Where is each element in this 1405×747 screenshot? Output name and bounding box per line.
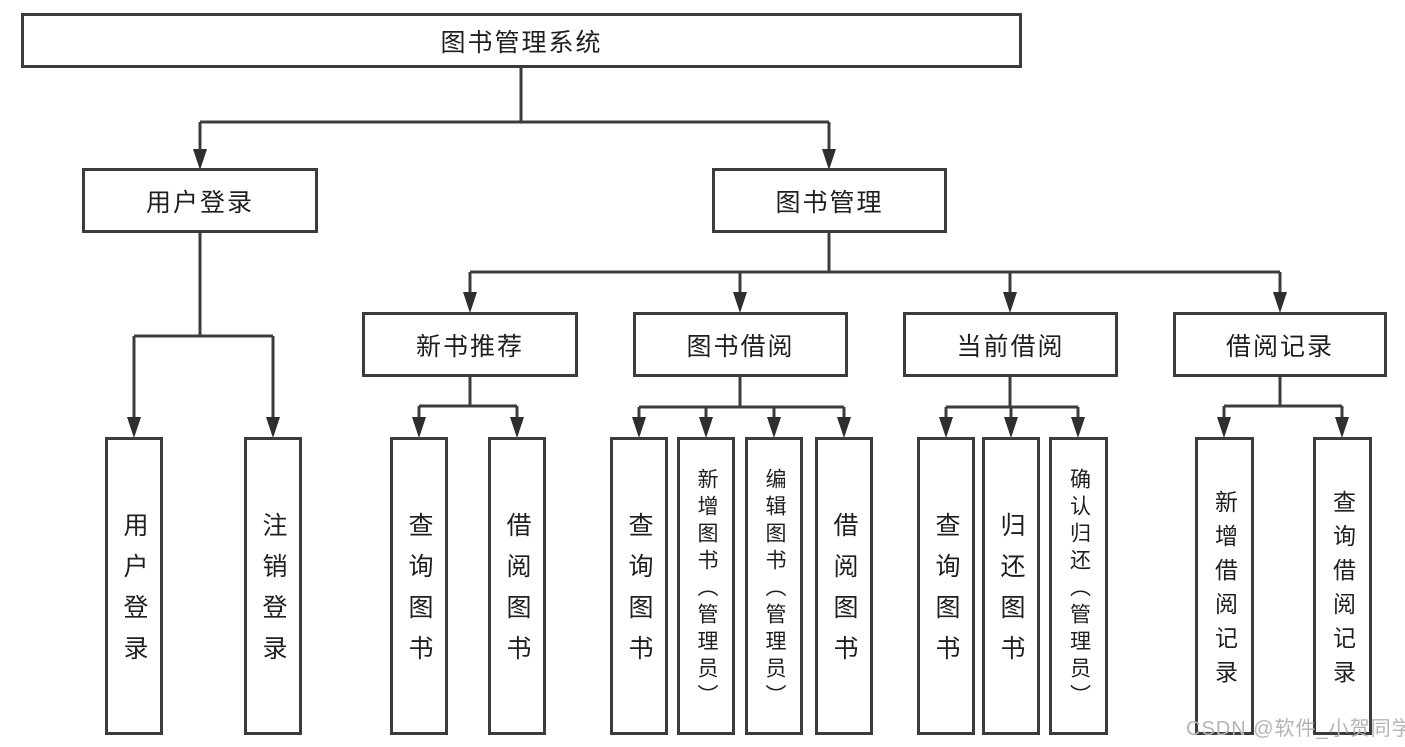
node-label: 归还图书 [997, 512, 1025, 676]
node-label: 注销登录 [259, 512, 287, 676]
node-new-book-recommendation: 新书推荐 [362, 312, 578, 377]
node-label: 用户登录 [145, 188, 254, 217]
node-label: 查询图书 [932, 512, 960, 676]
arrowhead-icons [127, 149, 1349, 438]
node-label: 确认归还（管理员） [1067, 467, 1091, 711]
node-book-management: 图书管理 [712, 168, 947, 233]
node-label: 图书借阅 [686, 332, 795, 361]
leaf-confirm-return-admin: 确认归还（管理员） [1049, 437, 1108, 735]
leaf-query-books-recommend: 查询图书 [390, 437, 448, 735]
node-user-login: 用户登录 [82, 168, 318, 233]
node-label: 查询图书 [625, 512, 653, 676]
csdn-watermark: CSDN @软件_小贺同学 [1186, 718, 1405, 740]
node-borrowing-records: 借阅记录 [1173, 312, 1387, 377]
leaf-add-book-admin: 新增图书（管理员） [677, 437, 735, 735]
leaf-add-borrow-record: 新增借阅记录 [1195, 437, 1254, 735]
node-label: 查询图书 [405, 512, 433, 676]
node-label: 用户登录 [120, 512, 148, 676]
node-current-borrowing: 当前借阅 [903, 312, 1118, 377]
leaf-query-books-current: 查询图书 [917, 437, 975, 735]
node-label: 新书推荐 [415, 332, 524, 361]
leaf-query-borrow-record: 查询借阅记录 [1313, 437, 1372, 735]
node-label: 借阅图书 [830, 512, 858, 676]
node-label: 新增借阅记录 [1211, 489, 1238, 694]
leaf-query-books-borrow: 查询图书 [610, 437, 668, 735]
node-label: 当前借阅 [956, 332, 1065, 361]
node-library-management-system: 图书管理系统 [21, 13, 1022, 68]
node-label: 编辑图书（管理员） [763, 467, 786, 711]
leaf-user-login: 用户登录 [105, 437, 163, 735]
node-label: 新增图书（管理员） [695, 467, 718, 711]
leaf-logout: 注销登录 [244, 437, 302, 735]
leaf-borrow-books-recommend: 借阅图书 [488, 437, 546, 735]
node-label: 借阅图书 [503, 512, 531, 676]
leaf-return-books: 归还图书 [982, 437, 1040, 735]
node-label: 借阅记录 [1225, 332, 1334, 361]
node-label: 图书管理 [775, 188, 884, 217]
node-label: 查询借阅记录 [1329, 489, 1356, 694]
leaf-edit-book-admin: 编辑图书（管理员） [745, 437, 803, 735]
leaf-borrow-books-borrow: 借阅图书 [815, 437, 873, 735]
node-label: 图书管理系统 [440, 28, 603, 57]
node-book-borrowing: 图书借阅 [633, 312, 848, 377]
